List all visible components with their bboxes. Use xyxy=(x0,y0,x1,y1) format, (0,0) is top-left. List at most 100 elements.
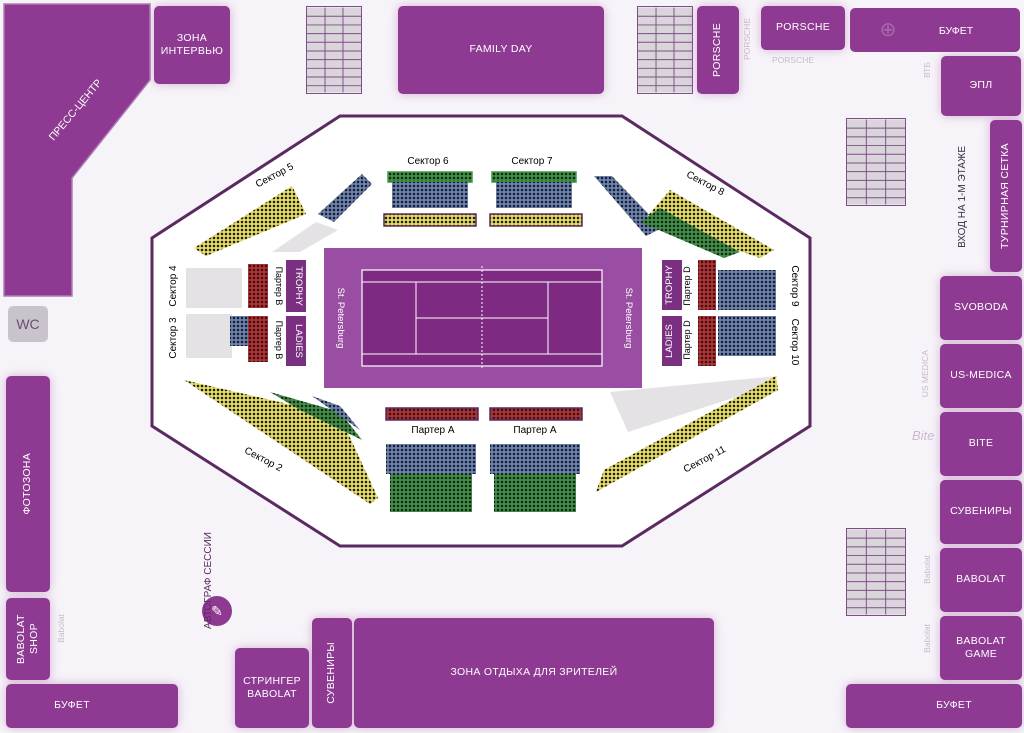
stairs-right-lower xyxy=(846,528,906,616)
seats-sector-11-yellow[interactable] xyxy=(596,376,778,492)
sector-7-label: Сектор 7 xyxy=(511,156,553,167)
buffet-top-label: БУФЕТ xyxy=(939,25,974,37)
babolat-game-zone[interactable]: BABOLAT GAME xyxy=(940,616,1022,680)
gray-area-left-upper xyxy=(186,268,242,308)
seats-sector-6-green[interactable] xyxy=(387,171,473,183)
family-day-label: FAMILY DAY xyxy=(469,43,533,56)
seats-parter-a-left[interactable] xyxy=(385,407,479,421)
rest-zone[interactable]: ЗОНА ОТДЫХА ДЛЯ ЗРИТЕЛЕЙ xyxy=(354,618,714,728)
buffet-bottom-right-label: БУФЕТ xyxy=(936,699,972,712)
sector-3-label: Сектор 3 xyxy=(168,317,179,359)
interview-zone-label: ЗОНА ИНТЕРВЬЮ xyxy=(160,31,224,57)
tournament-grid-zone[interactable]: ТУРНИРНАЯ СЕТКА xyxy=(990,120,1022,272)
seats-sector-5-yellow[interactable] xyxy=(194,186,306,256)
porsche-zone[interactable]: PORSCHE xyxy=(761,6,845,50)
gray-wedge-right xyxy=(610,376,778,432)
bite-label: BITE xyxy=(968,437,994,450)
seats-bottom-left-green[interactable] xyxy=(390,474,472,512)
seats-sector-7-blue[interactable] xyxy=(496,182,572,208)
svoboda-zone[interactable]: SVOBODA xyxy=(940,276,1022,340)
seats-sector-6-blue[interactable] xyxy=(392,182,468,208)
seats-sector-8-yellow[interactable] xyxy=(646,190,774,258)
stairs-top-left xyxy=(306,6,362,94)
porsche-label: PORSCHE xyxy=(775,21,831,34)
stringer-babolat-zone[interactable]: СТРИНГЕР BABOLAT xyxy=(235,648,309,728)
babolat-game-label: BABOLAT GAME xyxy=(956,634,1006,660)
parter-d2-label: Партер D xyxy=(682,320,692,360)
seats-parter-d-top[interactable] xyxy=(698,260,716,310)
parter-d1-label: Партер D xyxy=(682,266,692,306)
autograph-icon[interactable]: ✎ xyxy=(202,596,232,626)
babolat-shop-zone[interactable]: BABOLAT SHOP xyxy=(6,598,50,680)
bite-watermark: Bite xyxy=(912,428,935,443)
ladies-left-label: LADIES xyxy=(293,324,304,358)
parter-b1-label: Партер B xyxy=(274,267,284,306)
seats-sector-7-lower[interactable] xyxy=(489,213,583,227)
stringer-babolat-label: СТРИНГЕР BABOLAT xyxy=(243,674,301,700)
wc-label: WC xyxy=(16,316,40,332)
us-medica-zone[interactable]: US-MEDICA xyxy=(940,344,1022,408)
trophy-left-label: TROPHY xyxy=(293,266,304,306)
parter-b2-label: Партер B xyxy=(274,321,284,360)
interview-zone[interactable]: ЗОНА ИНТЕРВЬЮ xyxy=(154,6,230,84)
seats-sector-7-green[interactable] xyxy=(491,171,577,183)
court-name-left: St. Petersburg xyxy=(335,288,346,349)
porsche-vertical-zone[interactable]: PORSCHE xyxy=(697,6,739,94)
seats-sector-4-blue[interactable] xyxy=(230,316,248,346)
babolat-label: BABOLAT xyxy=(956,573,1006,586)
epl-label: ЭПЛ xyxy=(969,79,993,92)
ladies-right-label: LADIES xyxy=(664,324,675,358)
souvenirs-right-zone[interactable]: СУВЕНИРЫ xyxy=(940,480,1022,544)
buffet-top-zone[interactable]: БУФЕТ ⊕ xyxy=(848,4,1024,120)
stairs-right-upper xyxy=(846,118,906,206)
seats-parter-b-bottom[interactable] xyxy=(248,316,268,362)
trophy-right-label: TROPHY xyxy=(664,265,675,305)
seats-bottom-right-blue[interactable] xyxy=(490,444,580,474)
seats-parter-b-top[interactable] xyxy=(248,264,268,308)
souvenirs-bottom-zone[interactable]: СУВЕНИРЫ xyxy=(312,618,352,728)
sector-4-label: Сектор 4 xyxy=(168,265,179,307)
rest-zone-label: ЗОНА ОТДЫХА ДЛЯ ЗРИТЕЛЕЙ xyxy=(450,666,618,679)
parter-a1-label: Партер A xyxy=(411,425,454,436)
seats-parter-a-right[interactable] xyxy=(489,407,583,421)
souvenirs-right-label: СУВЕНИРЫ xyxy=(950,505,1012,518)
stairs-top-right xyxy=(637,6,693,94)
seats-sector-2-green[interactable] xyxy=(270,392,362,440)
seats-sector-9-blue[interactable] xyxy=(718,270,776,310)
plate-icon: ⊕ xyxy=(880,19,897,41)
ladies-left-box[interactable] xyxy=(286,316,306,366)
gray-wedge-left xyxy=(272,222,338,252)
wc-zone[interactable]: WC xyxy=(8,306,48,342)
gray-area-left-lower xyxy=(186,314,232,358)
ladies-right-box[interactable] xyxy=(662,316,682,366)
seats-sector-2-yellow[interactable] xyxy=(184,380,378,504)
seats-sector-8-green[interactable] xyxy=(640,208,740,258)
sector-10-label: Сектор 10 xyxy=(789,319,800,366)
sector-6-label: Сектор 6 xyxy=(407,156,449,167)
bite-zone[interactable]: BITE xyxy=(940,412,1022,476)
svoboda-label: SVOBODA xyxy=(953,301,1009,314)
seating-blocks xyxy=(184,171,778,512)
trophy-left-box[interactable] xyxy=(286,260,306,312)
buffet-bottom-left-zone[interactable]: БУФЕТ xyxy=(6,684,178,728)
seats-sector-10-blue[interactable] xyxy=(718,316,776,356)
press-center-zone[interactable]: ПРЕСС-ЦЕНТР xyxy=(0,0,232,300)
court-lines xyxy=(362,266,602,370)
buffet-bottom-left-label: БУФЕТ xyxy=(54,699,90,712)
photo-zone[interactable]: ФОТОЗОНА xyxy=(6,376,50,592)
seats-sector-5-blue[interactable] xyxy=(318,174,372,222)
seats-bottom-left-blue[interactable] xyxy=(386,444,476,474)
buffet-bottom-right-zone[interactable]: БУФЕТ xyxy=(846,684,1022,728)
porsche-top-watermark: PORSCHE xyxy=(772,55,815,65)
epl-zone[interactable]: ЭПЛ xyxy=(941,56,1021,116)
seats-parter-d-bottom[interactable] xyxy=(698,316,716,366)
babolat-zone[interactable]: BABOLAT xyxy=(940,548,1022,612)
court-name-right: St. Petersburg xyxy=(623,288,634,349)
seats-sector-2-blue[interactable] xyxy=(312,396,360,430)
family-day-zone[interactable]: FAMILY DAY xyxy=(398,6,604,94)
seats-bottom-right-green[interactable] xyxy=(494,474,576,512)
seats-sector-6-lower[interactable] xyxy=(383,213,477,227)
parter-a2-label: Партер A xyxy=(513,425,556,436)
trophy-right-box[interactable] xyxy=(662,260,682,310)
